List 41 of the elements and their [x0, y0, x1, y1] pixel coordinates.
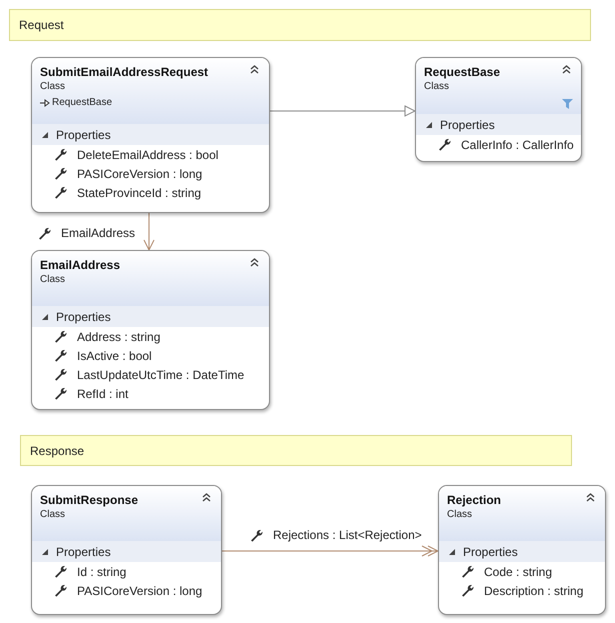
property-text: PASICoreVersion : long	[77, 166, 202, 180]
class-box	[438, 485, 606, 615]
class-name: Rejection	[447, 492, 502, 508]
compartment-title: Properties	[56, 310, 111, 324]
class-box	[31, 485, 222, 615]
class-kind: Class	[424, 80, 450, 94]
class-kind: Class	[40, 80, 66, 94]
edge-label: EmailAddress	[59, 226, 138, 240]
property-text: CallerInfo : CallerInfo	[461, 138, 574, 152]
class-name: SubmitEmailAddressRequest	[40, 64, 208, 80]
class-box	[31, 57, 270, 213]
class-kind: Class	[40, 508, 66, 522]
compartment-title: Properties	[463, 544, 518, 558]
property-text: PASICoreVersion : long	[77, 584, 202, 598]
edge-label: Rejections : List<Rejection>	[271, 528, 424, 542]
property-text: LastUpdateUtcTime : DateTime	[77, 368, 244, 382]
note-text: Request	[19, 18, 64, 32]
association-arrow	[144, 212, 154, 250]
property-text: RefId : int	[77, 386, 128, 400]
property-text: StateProvinceId : string	[77, 186, 202, 200]
property-text: Id : string	[77, 564, 126, 578]
comment-note	[20, 435, 572, 466]
property-text: Address : string	[77, 330, 160, 344]
base-class-text: RequestBase	[52, 96, 112, 109]
property-text: Description : string	[484, 584, 584, 598]
property-text: Code : string	[484, 564, 552, 578]
compartment-title: Properties	[440, 118, 495, 132]
class-kind: Class	[40, 273, 66, 287]
property-text: IsActive : bool	[77, 348, 152, 362]
class-box	[415, 57, 582, 162]
class-name: SubmitResponse	[40, 492, 138, 508]
compartment-title: Properties	[56, 128, 111, 142]
class-name: EmailAddress	[40, 257, 120, 273]
class-box	[31, 250, 270, 410]
class-name: RequestBase	[424, 64, 500, 80]
class-kind: Class	[447, 508, 472, 522]
comment-note	[9, 9, 591, 41]
property-text: DeleteEmailAddress : bool	[77, 148, 218, 162]
inheritance-arrow	[270, 106, 416, 116]
note-text: Response	[30, 444, 84, 458]
compartment-title: Properties	[56, 544, 111, 558]
